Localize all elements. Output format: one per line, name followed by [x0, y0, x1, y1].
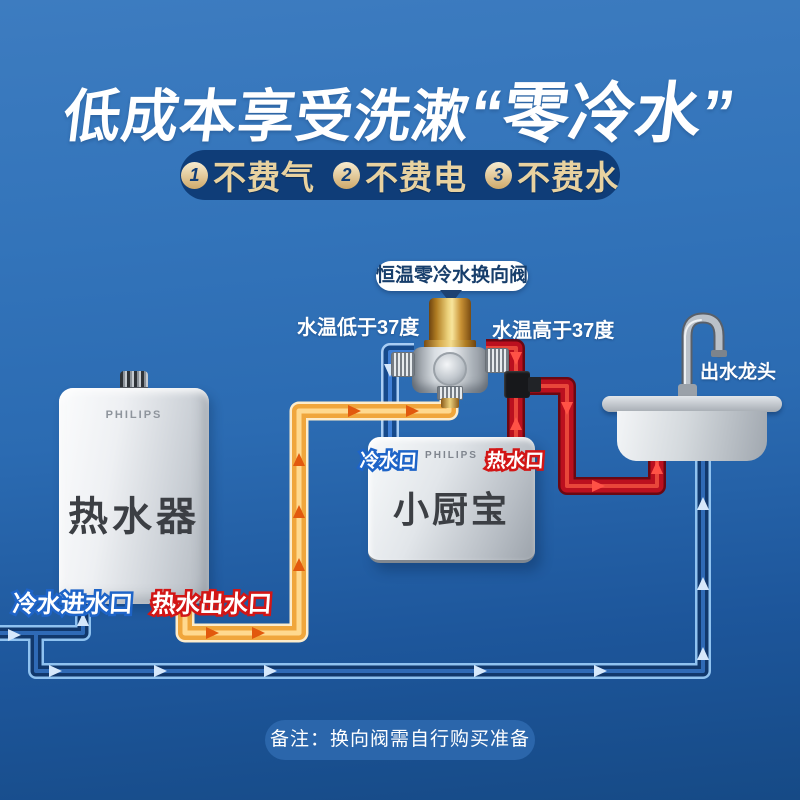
- benefit-label: 不费水: [517, 159, 619, 196]
- tee-fitting-icon: [504, 371, 530, 398]
- benefit-label: 不费气: [213, 159, 315, 196]
- heater-cold-inlet-label: 冷水进水口: [9, 589, 136, 621]
- valve-callout-label: 恒温零冷水换向阀: [376, 261, 528, 291]
- benefit-number-icon: 3: [485, 161, 512, 189]
- footnote-pill: 备注：换向阀需自行购买准备: [265, 720, 535, 760]
- tee-fitting-port-icon: [528, 377, 541, 392]
- kitchen-unit-name: 小厨宝: [392, 489, 510, 530]
- valve-brass-cap-icon: [429, 298, 471, 344]
- benefits-bar: 1 不费气 2 不费电 3 不费水: [180, 150, 620, 200]
- kitchen-cold-port-label: 冷水口: [357, 449, 420, 475]
- benefit-no-gas: 1 不费气: [181, 151, 315, 199]
- benefit-number-icon: 2: [333, 161, 360, 189]
- valve-bottom-brass-icon: [441, 398, 459, 408]
- temp-below-label: 水温低于37度: [297, 317, 420, 339]
- valve-right-nut-icon: [485, 348, 509, 373]
- benefit-no-water: 3 不费水: [485, 151, 619, 199]
- benefit-label: 不费电: [365, 159, 467, 196]
- brand-logo: PHILIPS: [425, 450, 478, 461]
- water-heater-box: PHILIPS 热水器: [59, 388, 209, 604]
- faucet-icon: [678, 312, 727, 406]
- kitchen-unit-box: PHILIPS 小厨宝: [368, 437, 535, 563]
- heater-name: 热水器: [68, 495, 200, 539]
- valve-medallion-icon: [433, 352, 467, 386]
- faucet-label: 出水龙头: [700, 362, 777, 383]
- valve-left-nut-icon: [391, 352, 415, 377]
- title-quoted: “零冷水”: [465, 76, 739, 150]
- sink-basin: [617, 411, 767, 461]
- temp-above-label: 水温高于37度: [492, 320, 615, 342]
- benefit-no-electricity: 2 不费电: [333, 151, 467, 199]
- heater-hot-outlet-label: 热水出水口: [148, 589, 275, 621]
- valve-brass-flange-icon: [424, 340, 476, 349]
- title-main: 低成本享受洗漱: [59, 85, 474, 149]
- flow-arrows: [8, 352, 709, 677]
- brand-logo: PHILIPS: [105, 409, 163, 421]
- heater-vent-icon: [120, 371, 148, 389]
- sink-rim: [602, 396, 782, 412]
- benefit-number-icon: 1: [181, 161, 208, 189]
- kitchen-hot-port-label: 热水口: [484, 449, 547, 475]
- page-title: 低成本享受洗漱“零冷水”: [0, 60, 800, 156]
